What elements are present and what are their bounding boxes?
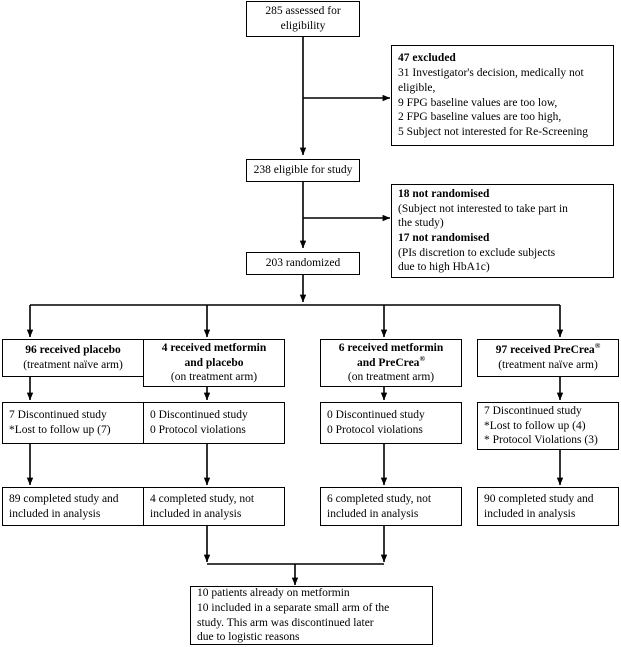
- node-assessed-line-2: eligibility: [280, 20, 326, 32]
- node-comp2-line-2: included in analysis: [150, 507, 242, 520]
- node-completed-arm1: 89 completed study and included in analy…: [2, 487, 144, 526]
- node-not-randomised: 18 not randomised (Subject not intereste…: [391, 184, 614, 278]
- node-completed-arm2: 4 completed study, not included in analy…: [143, 487, 285, 526]
- node-discontinued-arm1: 7 Discontinued study *Lost to follow up …: [2, 402, 144, 444]
- node-comp1-line-1: 89 completed study and: [9, 492, 119, 505]
- node-excluded-line-5: 2 FPG baseline values are too high,: [398, 111, 562, 124]
- node-metformin-note-line-2: 10 included in a separate small arm of t…: [197, 601, 390, 614]
- node-not-randomised-line-3: the study): [398, 217, 444, 230]
- node-comp3-line-1: 6 completed study, not: [327, 492, 432, 505]
- node-arm1-line-1: 96 received placebo: [25, 344, 121, 357]
- node-metformin-note-line-4: due to logistic reasons: [197, 631, 300, 644]
- node-arm1-line-2: (treatment naïve arm): [23, 359, 123, 371]
- node-discontinued-arm2: 0 Discontinued study 0 Protocol violatio…: [143, 402, 285, 444]
- node-excluded-line-1: 47 excluded: [398, 52, 456, 65]
- node-not-randomised-line-2: (Subject not interested to take part in: [398, 202, 568, 215]
- node-excluded-line-2: 31 Investigator's decision, medically no…: [398, 67, 584, 80]
- node-arm4-line-1: 97 received PreCrea®: [495, 341, 601, 357]
- node-randomized: 203 randomized: [246, 252, 360, 275]
- node-disc4-line-1: 7 Discontinued study: [484, 404, 582, 417]
- node-arm4-line-2: (treatment naïve arm): [498, 359, 598, 371]
- node-not-randomised-line-6: due to high HbA1c): [398, 261, 490, 274]
- node-arm3-line-2: and PreCrea®: [356, 353, 426, 369]
- node-eligible-for-study: 238 eligible for study: [246, 159, 360, 182]
- node-disc1-line-2: *Lost to follow up (7): [9, 424, 111, 436]
- node-disc2-line-1: 0 Discontinued study: [150, 409, 248, 422]
- node-excluded-line-6: 5 Subject not interested for Re-Screenin…: [398, 125, 589, 138]
- node-disc2-line-2: 0 Protocol violations: [150, 424, 246, 436]
- node-disc3-line-1: 0 Discontinued study: [327, 409, 425, 422]
- node-metformin-note-line-3: study. This arm was discontinued later: [197, 616, 374, 629]
- node-completed-arm4: 90 completed study and included in analy…: [477, 487, 619, 526]
- node-not-randomised-line-1: 18 not randomised: [398, 187, 490, 200]
- node-eligible-line-1: 238 eligible for study: [253, 164, 353, 177]
- node-disc4-line-2: *Lost to follow up (4): [484, 419, 586, 432]
- node-comp2-line-1: 4 completed study, not: [150, 492, 255, 505]
- node-metformin-note-line-1: 10 patients already on metformin: [197, 587, 350, 600]
- node-disc3-line-2: 0 Protocol violations: [327, 424, 423, 436]
- node-comp4-line-2: included in analysis: [484, 507, 576, 520]
- node-arm2-line-1: 4 received metformin: [161, 341, 267, 354]
- node-assessed-for-eligibility: 285 assessed for eligibility: [246, 1, 360, 37]
- node-arm-metformin-precrea: 6 received metformin and PreCrea® (on tr…: [320, 339, 462, 387]
- node-excluded: 47 excluded 31 Investigator's decision, …: [391, 45, 614, 146]
- node-assessed-line-1: 285 assessed for: [265, 5, 341, 18]
- node-completed-arm3: 6 completed study, not included in analy…: [320, 487, 462, 526]
- node-disc4-line-3: * Protocol Violations (3): [484, 434, 598, 447]
- node-discontinued-arm4: 7 Discontinued study *Lost to follow up …: [477, 402, 619, 450]
- node-arm2-line-3: (on treatment arm): [170, 371, 258, 384]
- node-comp1-line-2: included in analysis: [9, 507, 101, 520]
- node-not-randomised-line-5: (PIs discretion to exclude subjects: [398, 246, 556, 259]
- node-arm2-line-2: and placebo: [184, 356, 244, 369]
- node-disc1-line-1: 7 Discontinued study: [9, 409, 107, 422]
- node-discontinued-arm3: 0 Discontinued study 0 Protocol violatio…: [320, 402, 462, 444]
- node-arm-metformin-placebo: 4 received metformin and placebo (on tre…: [143, 339, 285, 387]
- node-arm-placebo: 96 received placebo (treatment naïve arm…: [2, 339, 144, 377]
- node-comp3-line-2: included in analysis: [327, 507, 419, 520]
- node-excluded-line-4: 9 FPG baseline values are too low,: [398, 96, 558, 109]
- node-arm3-line-1: 6 received metformin: [338, 341, 444, 354]
- node-arm3-line-3: (on treatment arm): [347, 371, 435, 384]
- node-excluded-line-3: eligible,: [398, 81, 436, 94]
- node-metformin-separate-arm-note: 10 patients already on metformin 10 incl…: [190, 586, 433, 645]
- node-arm-precrea: 97 received PreCrea® (treatment naïve ar…: [477, 339, 619, 377]
- node-randomized-line-1: 203 randomized: [265, 257, 341, 270]
- node-not-randomised-line-4: 17 not randomised: [398, 232, 490, 244]
- node-comp4-line-1: 90 completed study and: [484, 492, 594, 505]
